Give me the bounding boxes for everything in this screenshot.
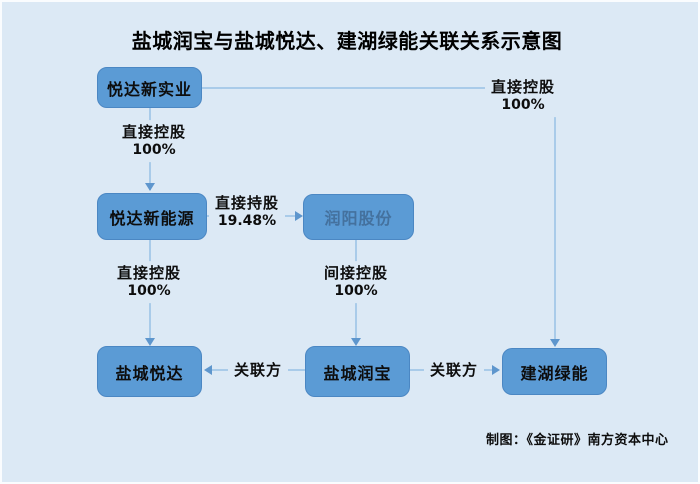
edge-relation: 直接控股 — [121, 123, 187, 142]
node-label: 润阳股份 — [324, 209, 393, 228]
arrowhead-down-icon — [351, 338, 361, 346]
edge-relation: 关联方 — [429, 360, 479, 379]
edge-value: 100% — [501, 97, 545, 114]
edge-relation: 关联方 — [233, 360, 283, 379]
edge-xinshiye-jianhu-hline — [202, 87, 555, 89]
edge-value: 100% — [127, 283, 171, 300]
node-label: 建湖绿能 — [520, 363, 589, 383]
node-runyang-gufen: 润阳股份 — [303, 194, 414, 240]
node-label: 悦达新实业 — [106, 79, 192, 99]
arrowhead-down-icon — [550, 339, 560, 347]
node-jianhu-lvneng: 建湖绿能 — [502, 348, 607, 395]
edge-relation: 直接控股 — [490, 78, 556, 97]
arrowhead-down-icon — [145, 338, 155, 346]
arrowhead-right-icon — [295, 211, 303, 221]
edge-label-runbao-jianhu: 关联方 — [423, 357, 485, 383]
edge-label-xinshiye-xinnengyuan: 直接控股 100% — [115, 120, 193, 162]
edge-label-runbao-yueda: 关联方 — [227, 357, 289, 383]
node-label: 悦达新能源 — [109, 208, 195, 228]
edge-label-xinshiye-jianhu: 直接控股 100% — [484, 75, 562, 117]
arrowhead-right-icon — [492, 365, 500, 375]
node-yancheng-runbao: 盐城润宝 — [305, 346, 410, 397]
diagram-title: 盐城润宝与盐城悦达、建湖绿能关联关系示意图 — [131, 29, 563, 53]
edge-value: 19.48% — [217, 213, 277, 230]
arrowhead-left-icon — [204, 365, 212, 375]
edge-value: 100% — [132, 142, 176, 159]
node-yancheng-yueda: 盐城悦达 — [97, 346, 202, 397]
edge-label-xinnengyuan-runyang: 直接持股 19.48% — [208, 191, 286, 233]
node-label: 盐城悦达 — [115, 363, 184, 383]
edge-xinshiye-jianhu-vline — [554, 87, 556, 339]
edge-label-runyang-runbao: 间接控股 100% — [317, 261, 395, 303]
edge-value: 100% — [334, 283, 378, 300]
node-yueda-xinshiye: 悦达新实业 — [97, 67, 202, 108]
credit-text: 制图：《金证研》南方资本中心 — [486, 433, 669, 448]
edge-relation: 直接持股 — [214, 194, 280, 213]
node-yueda-xinnengyuan: 悦达新能源 — [97, 193, 207, 240]
edge-relation: 直接控股 — [116, 264, 182, 283]
node-label: 盐城润宝 — [323, 363, 392, 383]
arrowhead-down-icon — [145, 183, 155, 191]
edge-label-xinnengyuan-yueda: 直接控股 100% — [110, 261, 188, 303]
edge-relation: 间接控股 — [323, 264, 389, 283]
